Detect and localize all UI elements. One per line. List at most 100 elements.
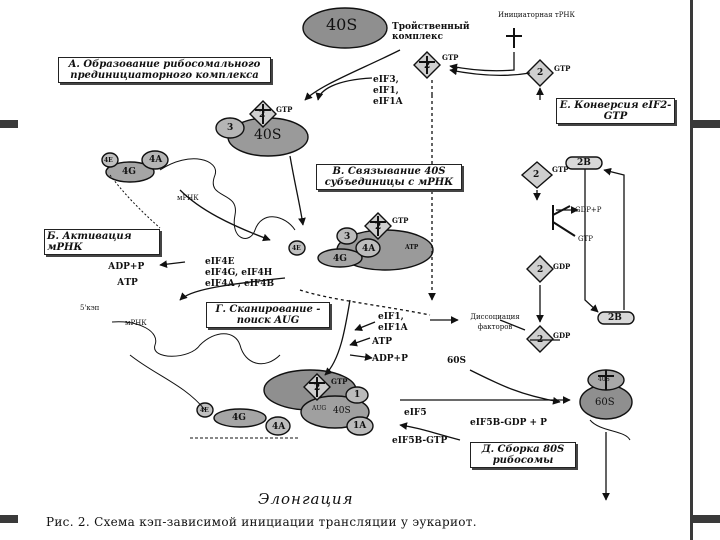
label-eif1: eIF1, xyxy=(373,86,399,96)
box-step-b: Б. Активация мРНК xyxy=(44,229,160,255)
factor-label-4g-bottom: 4G xyxy=(232,413,246,423)
slide-tick-right-bottom xyxy=(690,515,720,523)
factor-label-2-top-right: 2 xyxy=(537,68,544,78)
box-step-g: Г. Сканирование - поиск AUG xyxy=(206,302,330,328)
factor-label-4e-top: 4E xyxy=(104,157,113,164)
arrow-scanning-down xyxy=(324,299,351,376)
trna-ternary xyxy=(419,56,435,74)
label-adp-p-mid: АDP+P xyxy=(108,262,145,272)
factor-label-gtp-ternary: GTP xyxy=(442,53,459,62)
label-dissociation: Диссоциация факторов xyxy=(470,313,520,331)
factor-label-gtp-e: GTP xyxy=(552,165,569,174)
ribosome-40s-top xyxy=(302,7,388,49)
arrow-trna-to-ternary xyxy=(449,52,515,72)
factor-label-3-binding: 3 xyxy=(344,232,351,242)
label-eif1a-low: eIF1A xyxy=(378,323,408,333)
mrna-curve-bottom xyxy=(129,354,206,411)
factor-4g-top xyxy=(105,161,155,183)
factor-4e-top xyxy=(101,152,119,168)
arrow-cap-to-binding xyxy=(179,189,271,242)
factor-4a-top xyxy=(141,150,169,170)
factor-label-gdp-low: GDP xyxy=(553,331,571,340)
mrna-right xyxy=(589,419,631,441)
arrow-gtp-to-ternary xyxy=(449,67,531,76)
label-atp-low: ATP xyxy=(372,337,392,347)
factor-label-3-mid: 3 xyxy=(227,123,234,133)
factor-label-2b-upper: 2B xyxy=(577,158,591,168)
label-eif4a: eIF4A , eIF4B xyxy=(205,279,275,289)
arrow-eif5b-gtp-in xyxy=(399,422,461,441)
factor-label-2b-lower: 2B xyxy=(608,313,622,323)
arrow-eif3-in xyxy=(315,77,373,101)
trna-mid xyxy=(255,104,271,124)
factor-label-1-bottom: 1 xyxy=(354,390,361,400)
factor-1-bottom xyxy=(345,386,369,404)
factor-label-4g-binding: 4G xyxy=(333,254,347,264)
label-40s-mid: 40S xyxy=(254,127,282,143)
box-step-a: A. Образование рибосомального прединициа… xyxy=(58,57,271,83)
mrna-tail-top xyxy=(109,174,161,229)
mrna-curve-mid xyxy=(111,321,281,365)
factor-label-4e-bottom: 4E xyxy=(200,407,209,414)
eif2-diamond-gdp xyxy=(526,255,554,283)
label-gtp-right: GTP xyxy=(578,235,593,243)
arrow-dashed-scan xyxy=(299,289,431,316)
arrow-eif1-out xyxy=(354,321,376,332)
label-gdp-p: GDP+P xyxy=(575,206,602,214)
factor-1a-bottom xyxy=(346,416,374,436)
arrow-2b-up xyxy=(603,167,625,310)
slide-border-right xyxy=(690,0,693,540)
factor-label-gdp: GDP xyxy=(553,262,571,271)
arrow-mid-to-binding xyxy=(289,155,306,226)
label-atp-mid: АТР xyxy=(117,278,138,288)
factor-label-gtp-bottom: GTP xyxy=(331,377,348,386)
label-elongation: Элонгация xyxy=(258,490,354,508)
factor-4a-binding xyxy=(355,238,381,258)
factor-label-gtp-binding: GTP xyxy=(392,216,409,225)
factor-4a-bottom xyxy=(265,416,291,436)
box-step-e: Е. Конверсия eIF2-GTP xyxy=(556,98,675,124)
arrow-atp-low xyxy=(349,337,371,347)
arrow-ternary-to-40s xyxy=(304,49,401,101)
factor-label-4a-bottom: 4A xyxy=(272,422,286,432)
factor-2b-upper xyxy=(565,156,603,170)
trna-right xyxy=(598,370,614,390)
label-initiator-trna: Инициаторная тРНК xyxy=(498,11,575,19)
factor-label-2-e: 2 xyxy=(533,170,540,180)
eif2-diamond-e xyxy=(520,161,554,189)
arrow-2b-down xyxy=(584,169,599,313)
slide-tick-left-top xyxy=(0,120,18,128)
label-eif5: eIF5 xyxy=(404,408,427,418)
label-mrna-left: мРНК xyxy=(125,319,147,327)
mrna-curve-top xyxy=(159,158,296,239)
factor-4g-binding xyxy=(317,248,363,268)
arrow-dissociation-right xyxy=(499,319,560,341)
factor-2b-lower xyxy=(597,311,635,325)
arrow-eif4-out xyxy=(179,277,286,301)
eif2-diamond-gdp-low xyxy=(526,325,554,353)
factor-label-2-gdp: 2 xyxy=(537,265,544,275)
factor-label-2-ternary: 2 xyxy=(424,61,431,71)
factor-label-4e-binding: 4E xyxy=(292,245,301,252)
arrow-adp-low xyxy=(349,353,373,361)
box-step-d: Д. Сборка 80S рибосомы xyxy=(470,442,576,468)
factor-label-2-gdp-low: 2 xyxy=(537,335,544,345)
factor-label-aug-bottom: AUG xyxy=(312,405,327,412)
box-step-v: В. Связывание 40S субъединицы с мРНК xyxy=(316,164,462,190)
factor-label-4a-top: 4A xyxy=(149,155,163,165)
trna-bottom xyxy=(309,377,325,397)
eif2-diamond-gtp-top xyxy=(526,59,554,87)
label-60s-bottom: 60S xyxy=(447,356,467,366)
label-eif1a: eIF1A xyxy=(373,97,403,107)
slide-tick-right-top xyxy=(690,120,720,128)
label-mrna: мРНК xyxy=(177,194,199,202)
factor-label-gtp-mid: GTP xyxy=(276,105,293,114)
factor-label-2-binding: 2 xyxy=(375,222,382,232)
factor-label-4g-top: 4G xyxy=(122,167,136,177)
label-cap-left: 5'кэп xyxy=(80,304,100,312)
label-eif1-low: eIF1, xyxy=(378,312,404,322)
factor-label-atp-binding: ATP xyxy=(405,244,419,251)
arrow-60s-in xyxy=(469,369,561,405)
arrow-activation-adp xyxy=(159,260,186,269)
